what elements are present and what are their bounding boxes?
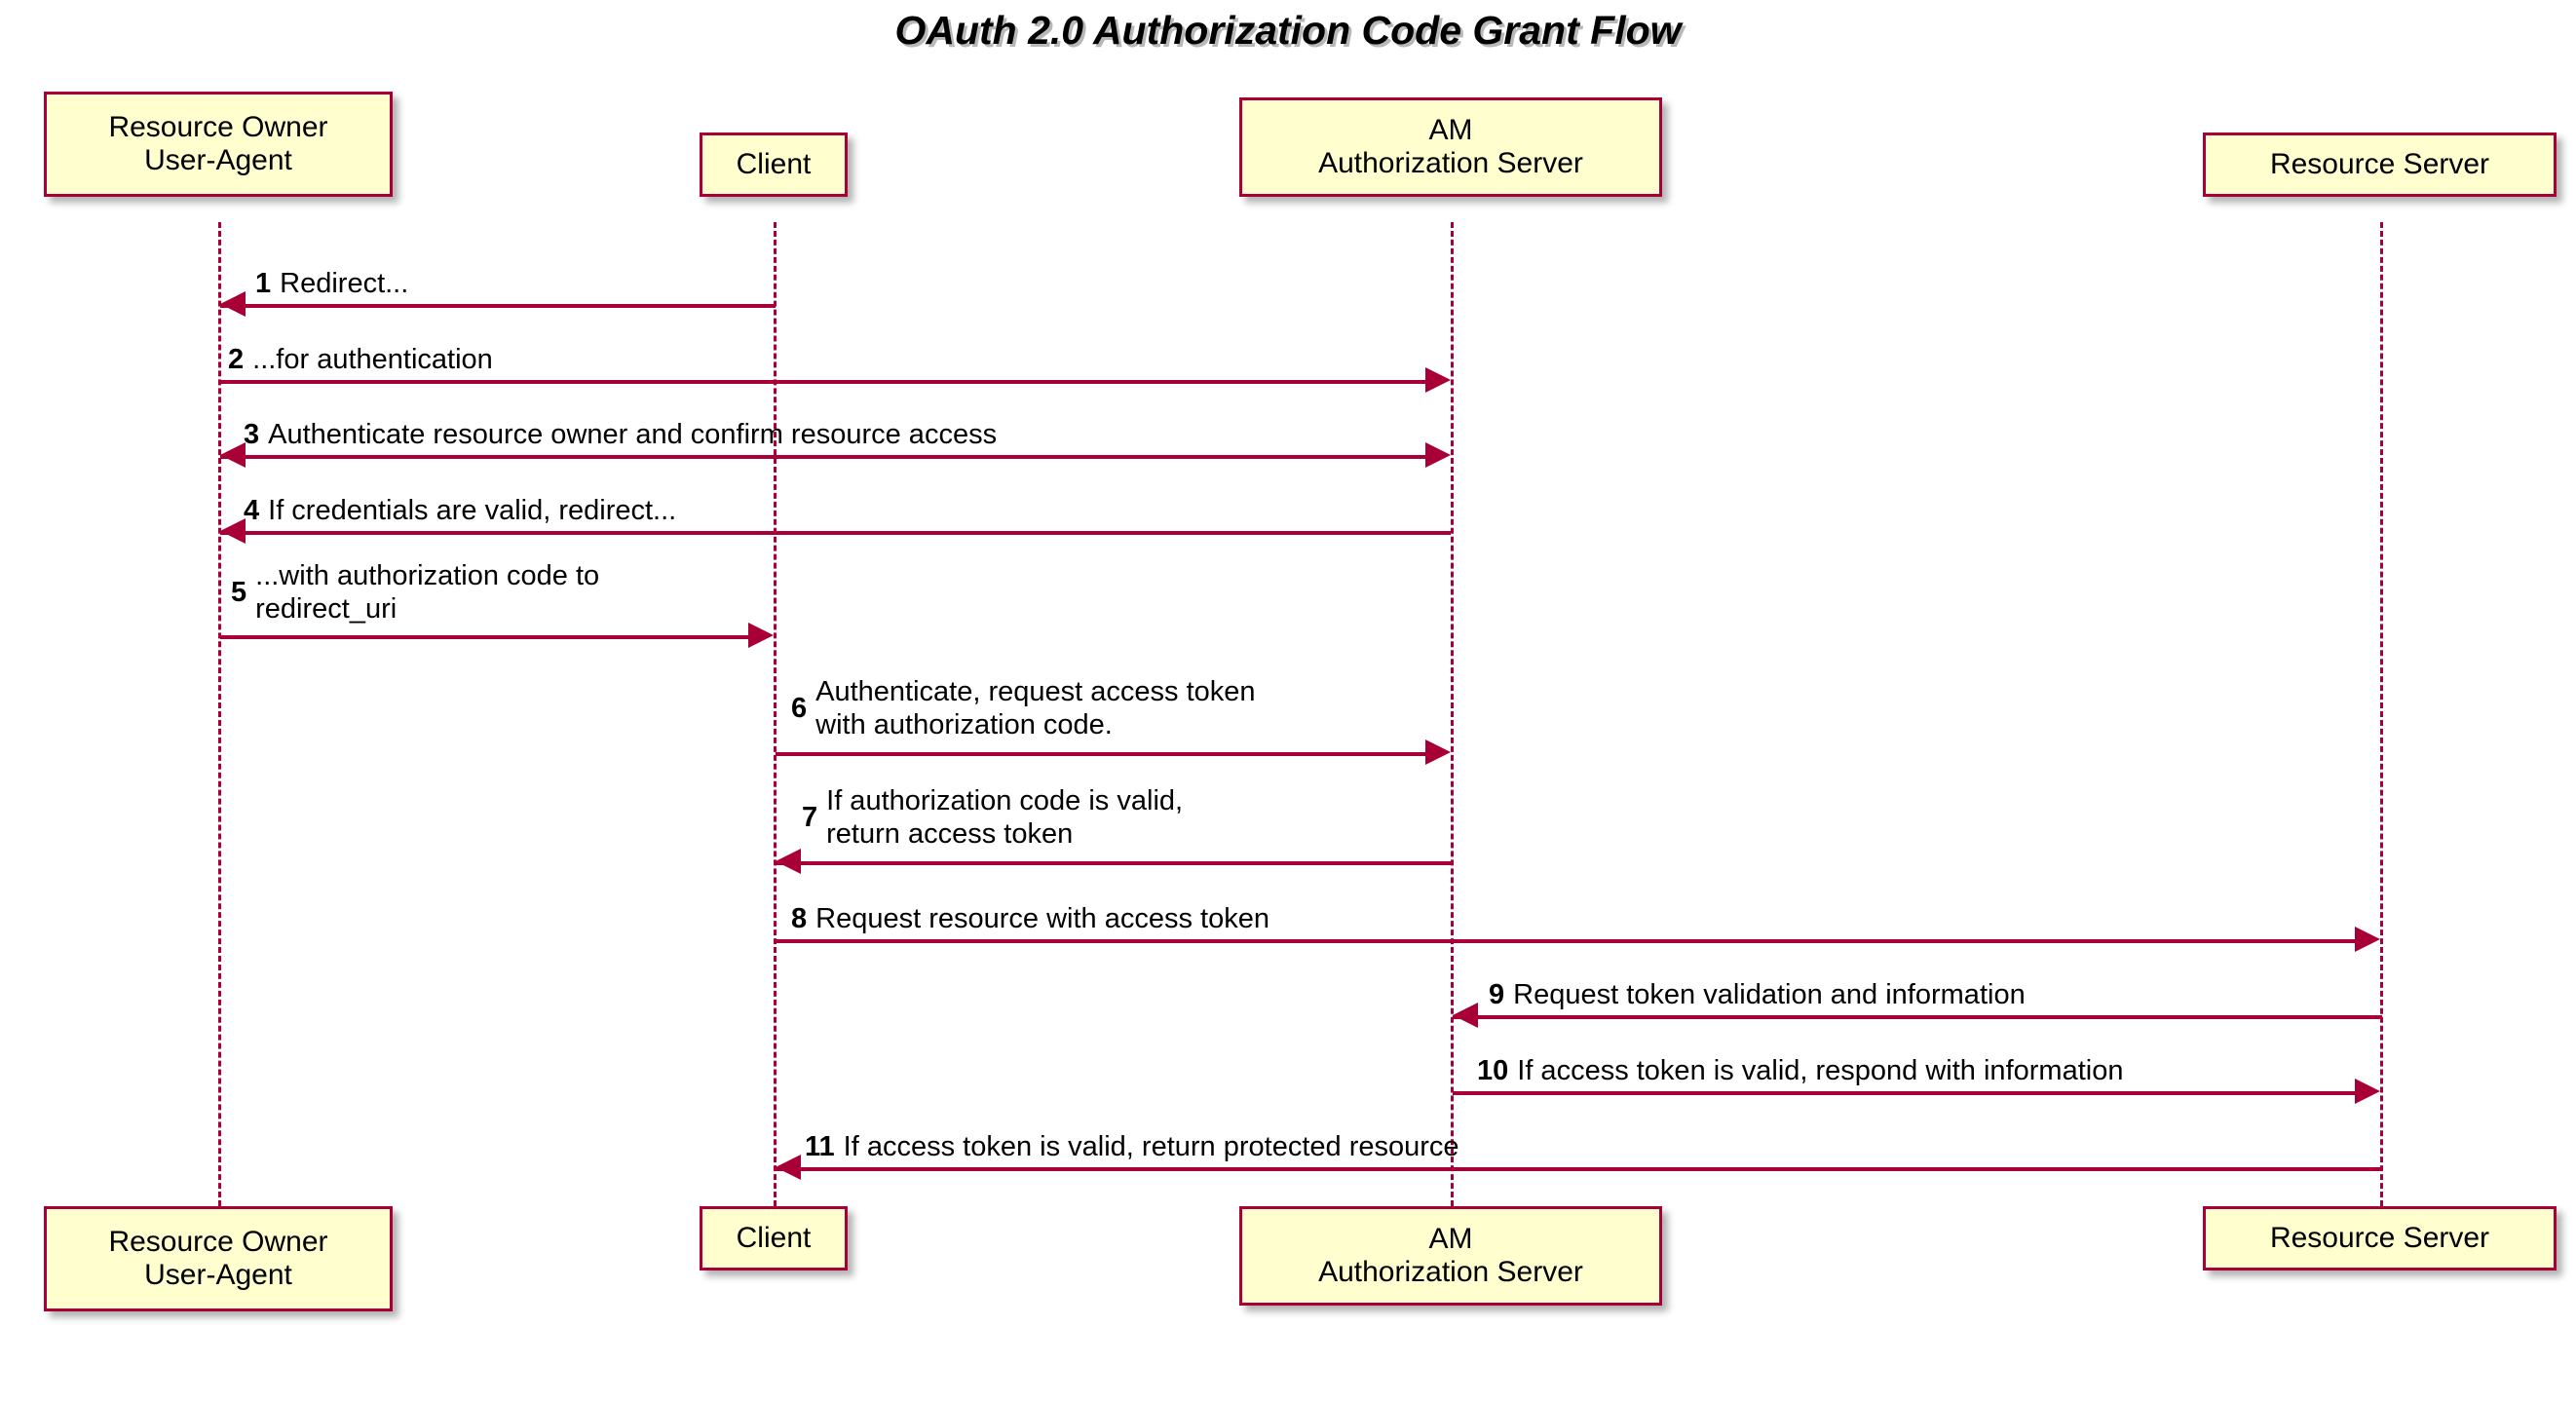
arrowhead-left-1 bbox=[220, 291, 246, 317]
participant-client-top[interactable]: Client bbox=[700, 133, 848, 197]
arrowhead-left-4 bbox=[220, 518, 246, 544]
message-label-10: 10 If access token is valid, respond wit… bbox=[1477, 1055, 2123, 1088]
message-text: Request resource with access token bbox=[815, 903, 1269, 934]
message-number: 6 bbox=[791, 692, 808, 724]
message-line-5 bbox=[220, 635, 748, 639]
message-line-2 bbox=[220, 380, 1425, 384]
page-title: OAuth 2.0 Authorization Code Grant Flow bbox=[894, 8, 1682, 53]
message-line-7 bbox=[776, 861, 1451, 865]
participant-label-line1: Resource Owner bbox=[108, 111, 328, 144]
message-text: If credentials are valid, redirect... bbox=[268, 495, 677, 526]
message-number: 9 bbox=[1489, 979, 1505, 1010]
message-number: 4 bbox=[244, 495, 260, 526]
message-text: Request token validation and information bbox=[1513, 979, 2026, 1010]
message-text: If access token is valid, respond with i… bbox=[1517, 1055, 2124, 1086]
lifeline-user-agent bbox=[218, 222, 221, 1206]
message-label-8: 8 Request resource with access token bbox=[791, 903, 1269, 936]
arrowhead-right-8 bbox=[2355, 927, 2380, 952]
message-text: ...with authorization code to redirect_u… bbox=[255, 560, 600, 625]
message-label-3: 3 Authenticate resource owner and confir… bbox=[244, 419, 997, 452]
message-text: Authenticate resource owner and confirm … bbox=[268, 419, 998, 450]
message-label-4: 4 If credentials are valid, redirect... bbox=[244, 495, 676, 528]
message-label-1: 1 Redirect... bbox=[255, 268, 408, 301]
message-line-4 bbox=[220, 531, 1451, 535]
participant-client-bottom[interactable]: Client bbox=[700, 1206, 848, 1270]
message-label-5: 5 ...with authorization code to redirect… bbox=[231, 560, 599, 626]
arrowhead-right-3 bbox=[1425, 442, 1451, 468]
message-number: 3 bbox=[244, 419, 260, 450]
arrowhead-right-6 bbox=[1425, 739, 1451, 765]
message-text: Authenticate, request access token with … bbox=[815, 676, 1256, 740]
participant-label-line2: Authorization Server bbox=[1318, 147, 1583, 179]
message-text: Redirect... bbox=[280, 268, 409, 299]
message-line-6 bbox=[776, 752, 1425, 756]
participant-label-line1: AM bbox=[1428, 114, 1473, 147]
lifeline-am bbox=[1451, 222, 1454, 1206]
arrowhead-left-11 bbox=[776, 1155, 801, 1180]
participant-label-line2: Authorization Server bbox=[1318, 1256, 1583, 1288]
message-label-11: 11 If access token is valid, return prot… bbox=[805, 1131, 1459, 1164]
participant-user-agent-top[interactable]: Resource Owner User-Agent bbox=[44, 92, 393, 197]
arrowhead-right-2 bbox=[1425, 367, 1451, 393]
message-line-9 bbox=[1453, 1015, 2382, 1019]
participant-am-top[interactable]: AM Authorization Server bbox=[1239, 97, 1662, 197]
message-text: ...for authentication bbox=[252, 344, 493, 375]
arrowhead-left-9 bbox=[1453, 1003, 1478, 1028]
message-text: If access token is valid, return protect… bbox=[843, 1131, 1459, 1162]
participant-user-agent-bottom[interactable]: Resource Owner User-Agent bbox=[44, 1206, 393, 1311]
message-number: 7 bbox=[802, 801, 818, 833]
message-label-2: 2 ...for authentication bbox=[228, 344, 493, 377]
arrowhead-left-7 bbox=[776, 849, 801, 874]
lifeline-resource-server bbox=[2380, 222, 2383, 1206]
message-number: 8 bbox=[791, 903, 808, 934]
message-number: 11 bbox=[805, 1131, 835, 1162]
participant-label-line2: User-Agent bbox=[144, 144, 292, 176]
participant-label-line1: Resource Owner bbox=[108, 1226, 328, 1259]
message-line-3 bbox=[220, 455, 1425, 459]
participant-label-line2: User-Agent bbox=[144, 1259, 292, 1291]
participant-label-line1: Client bbox=[736, 148, 812, 181]
arrowhead-left-3 bbox=[220, 442, 246, 468]
message-line-8 bbox=[776, 939, 2355, 943]
message-number: 1 bbox=[255, 268, 272, 299]
arrowhead-right-10 bbox=[2355, 1079, 2380, 1104]
participant-label-line1: Client bbox=[736, 1222, 812, 1255]
message-number: 2 bbox=[228, 344, 245, 375]
message-number: 5 bbox=[231, 576, 247, 608]
arrowhead-right-5 bbox=[748, 623, 774, 648]
message-text: If authorization code is valid, return a… bbox=[826, 785, 1184, 850]
message-label-7: 7 If authorization code is valid, return… bbox=[802, 785, 1183, 851]
participant-resource-server-bottom[interactable]: Resource Server bbox=[2203, 1206, 2557, 1270]
participant-label-line1: AM bbox=[1428, 1223, 1473, 1256]
participant-am-bottom[interactable]: AM Authorization Server bbox=[1239, 1206, 1662, 1306]
message-line-11 bbox=[776, 1167, 2382, 1171]
message-label-9: 9 Request token validation and informati… bbox=[1489, 979, 2026, 1012]
message-line-1 bbox=[220, 304, 776, 308]
participant-label-line1: Resource Server bbox=[2269, 148, 2490, 181]
participant-resource-server-top[interactable]: Resource Server bbox=[2203, 133, 2557, 197]
message-line-10 bbox=[1453, 1091, 2355, 1095]
lifeline-client bbox=[774, 222, 777, 1206]
message-label-6: 6 Authenticate, request access token wit… bbox=[791, 676, 1256, 741]
participant-label-line1: Resource Server bbox=[2269, 1222, 2490, 1255]
message-number: 10 bbox=[1477, 1055, 1509, 1086]
